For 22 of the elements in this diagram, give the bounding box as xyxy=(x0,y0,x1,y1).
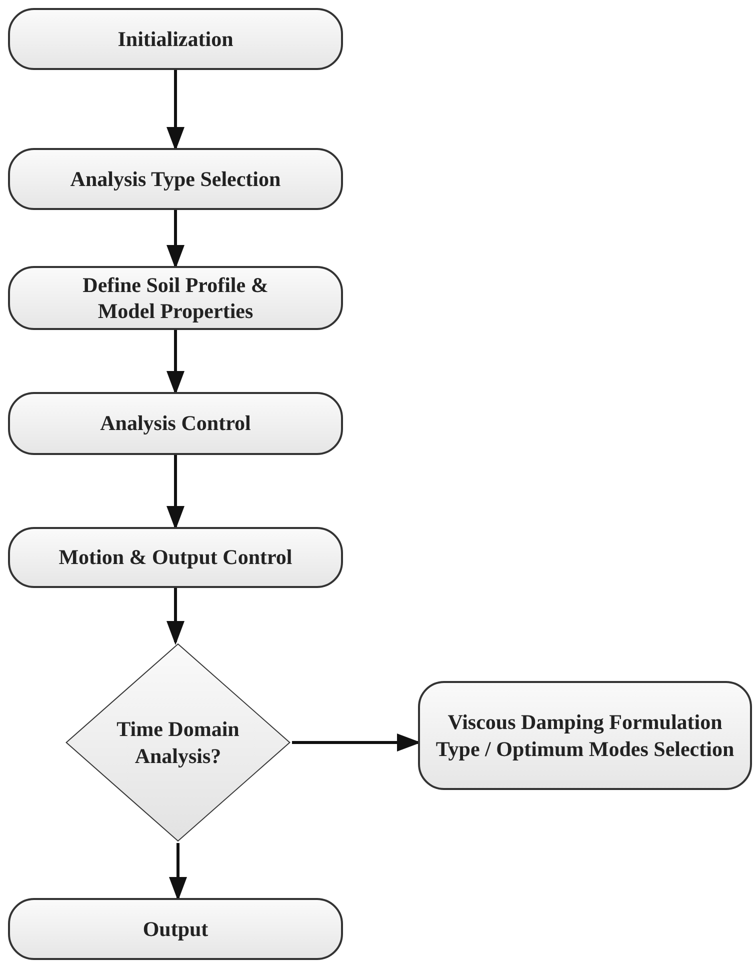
arrow xyxy=(166,455,184,530)
node-label: Initialization xyxy=(116,26,234,52)
process-box xyxy=(8,8,343,70)
process-box xyxy=(8,527,343,588)
process-box xyxy=(8,392,343,455)
arrow xyxy=(166,330,184,395)
node-label: Define Soil Profile & Model Properties xyxy=(82,272,270,324)
node-label: Analysis Type Selection xyxy=(69,166,282,192)
arrow xyxy=(166,210,184,269)
arrow xyxy=(166,588,184,645)
decision-diamond xyxy=(64,642,292,843)
node-label: Output xyxy=(142,916,210,942)
node-label: Motion & Output Control xyxy=(58,544,294,571)
node-label: Time Domain Analysis? xyxy=(116,716,240,769)
process-box xyxy=(8,898,343,960)
process-box xyxy=(8,266,343,330)
process-box xyxy=(418,681,752,790)
arrow xyxy=(169,843,187,901)
node-label: Analysis Control xyxy=(99,410,252,437)
process-box xyxy=(8,148,343,210)
arrow xyxy=(166,70,184,151)
node-label: Viscous Damping Formulation Type / Optimum Modes Selection xyxy=(434,709,736,762)
